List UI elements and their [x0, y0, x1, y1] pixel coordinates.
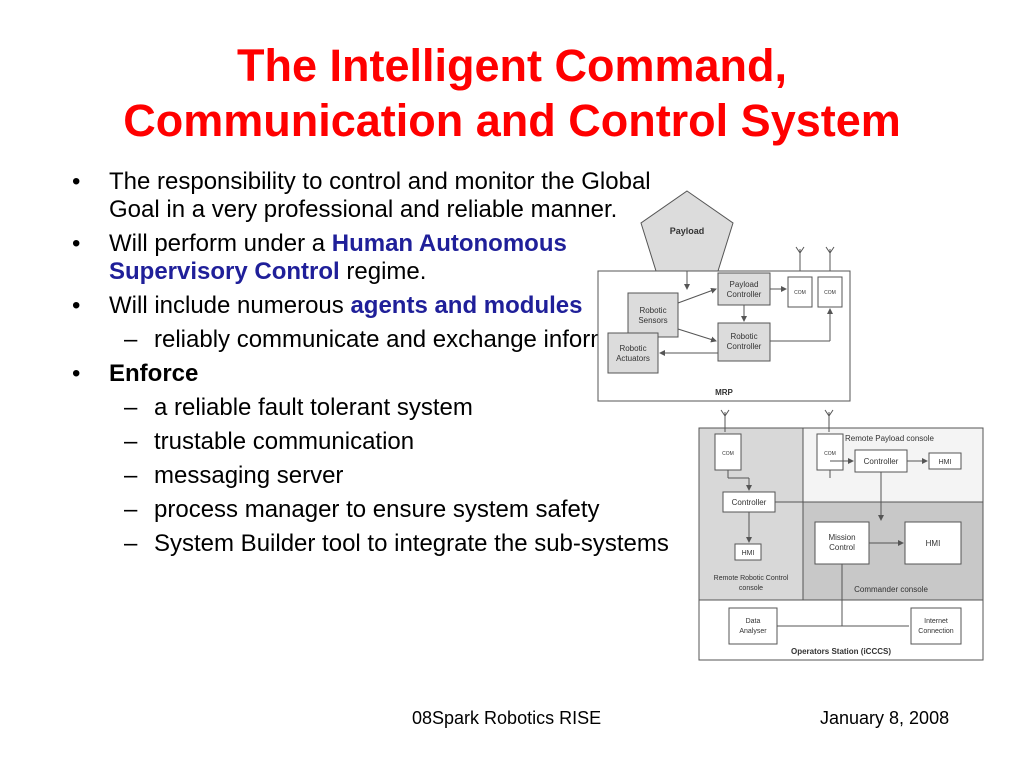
hmi-label: HMI — [926, 539, 941, 548]
antenna-icon — [824, 409, 834, 432]
connectors — [727, 458, 928, 627]
internet-connection-label: Internet — [924, 618, 948, 625]
antenna-icon — [795, 246, 805, 271]
com-box — [816, 433, 844, 471]
com-label: COM — [722, 451, 734, 457]
robotic-controller-label: Controller — [727, 342, 762, 351]
antenna-icon — [825, 246, 835, 271]
hmi-box — [928, 452, 962, 470]
mission-control-label: Control — [829, 543, 855, 552]
hmi-label: HMI — [742, 550, 755, 557]
controller-label: Controller — [732, 498, 767, 507]
operators-station-label: Operators Station (iCCCS) — [791, 647, 891, 656]
remote-payload-console-label: Remote Payload console — [845, 434, 934, 443]
data-analyser-box — [728, 607, 778, 645]
sub-bullet-dash: – — [124, 326, 138, 353]
robotic-controller-box — [717, 322, 771, 362]
com-label: COM — [824, 451, 836, 457]
com-box — [787, 276, 813, 308]
com-box — [714, 433, 742, 471]
title-line-2: Communication and Control System — [123, 95, 901, 146]
com-label: COM — [824, 290, 836, 296]
bullet-text: Will perform under a — [109, 230, 332, 257]
com-label: COM — [794, 290, 806, 296]
antenna-icon — [720, 409, 730, 432]
sub-bullet-text: a reliable fault tolerant system — [154, 394, 473, 421]
robotic-actuators-box — [607, 332, 659, 374]
bullet-text: Will include numerous — [109, 292, 351, 319]
data-analyser-label: Data — [746, 618, 761, 625]
robotic-sensors-box — [627, 292, 679, 338]
internet-connection-label: Connection — [918, 628, 954, 635]
sub-bullet-dash: – — [124, 428, 138, 455]
bullet-item: • Will perform under a Human Autonomous … — [72, 230, 672, 286]
bullet-text: Enforce — [109, 360, 199, 387]
bullet-item: • The responsibility to control and moni… — [72, 168, 672, 224]
footer-date: January 8, 2008 — [820, 708, 950, 728]
bullet-item: • Will include numerous agents and modul… — [72, 292, 672, 320]
operators-station-diagram: COM COM Remote Payload console Controlle… — [698, 409, 984, 661]
sub-bullet-item: – process manager to ensure system safet… — [72, 496, 672, 524]
connectors — [659, 271, 833, 356]
bullet-highlight: agents and modules — [350, 292, 583, 319]
robotic-controller-label: Robotic — [730, 332, 757, 341]
bullet-list: • The responsibility to control and moni… — [72, 168, 672, 564]
sub-bullet-dash: – — [124, 462, 138, 489]
sub-bullet-text: process manager to ensure system safety — [154, 496, 600, 523]
hmi-box — [904, 521, 962, 565]
controller-label: Controller — [864, 457, 899, 466]
mission-control-box — [814, 521, 870, 565]
sub-bullet-text: messaging server — [154, 462, 344, 489]
mission-control-label: Mission — [828, 533, 855, 542]
remote-robotic-console-label: Remote Robotic Control — [714, 575, 789, 582]
bullet-highlight: Human Autonomous Supervisory Control — [109, 230, 567, 285]
bullet-dot: • — [72, 230, 81, 257]
sub-bullet-item: – messaging server — [72, 462, 672, 490]
hmi-box — [734, 543, 762, 561]
sub-bullet-item: – System Builder tool to integrate the s… — [72, 530, 672, 558]
sub-bullet-text: reliably communicate and exchange inform… — [154, 326, 669, 353]
footer-center: 08Spark Robotics RISE — [412, 708, 602, 728]
internet-connection-box — [910, 607, 962, 645]
sub-bullet-dash: – — [124, 394, 138, 421]
sub-bullet-dash: – — [124, 496, 138, 523]
data-analyser-label: Analyser — [739, 628, 767, 635]
bullet-item: • Enforce — [72, 360, 672, 388]
bullet-text: The responsibility to control and monito… — [109, 168, 651, 223]
bullet-dot: • — [72, 168, 81, 195]
com-box — [817, 276, 843, 308]
title-line-1: The Intelligent Command, — [236, 40, 788, 91]
hmi-label: HMI — [939, 459, 952, 466]
sub-bullet-item: – a reliable fault tolerant system — [72, 394, 672, 422]
sub-bullet-text: System Builder tool to integrate the sub… — [154, 530, 669, 557]
payload-controller-box — [717, 272, 771, 306]
remote-robotic-console-label: console — [739, 585, 763, 592]
slide-title: The Intelligent Command, Communication a… — [0, 38, 1024, 148]
bullet-text: regime. — [339, 258, 427, 285]
robotic-actuators-label: Robotic — [619, 344, 646, 353]
commander-console-label: Commander console — [854, 585, 928, 594]
payload-controller-label: Controller — [727, 290, 762, 299]
payload-label: Payload — [670, 226, 705, 236]
sub-bullet-dash: – — [124, 530, 138, 557]
bullet-dot: • — [72, 360, 81, 387]
mrp-diagram: Payload Payload Controller COM COM Robot… — [597, 190, 851, 402]
robotic-sensors-label: Sensors — [638, 316, 667, 325]
sub-bullet-text: trustable communication — [154, 428, 415, 455]
robotic-actuators-label: Actuators — [616, 354, 650, 363]
sub-bullet-item: – trustable communication — [72, 428, 672, 456]
robotic-sensors-label: Robotic — [639, 306, 666, 315]
mrp-label: MRP — [715, 388, 733, 397]
payload-controller-label: Payload — [730, 280, 759, 289]
sub-bullet-item: – reliably communicate and exchange info… — [72, 326, 672, 354]
bullet-dot: • — [72, 292, 81, 319]
